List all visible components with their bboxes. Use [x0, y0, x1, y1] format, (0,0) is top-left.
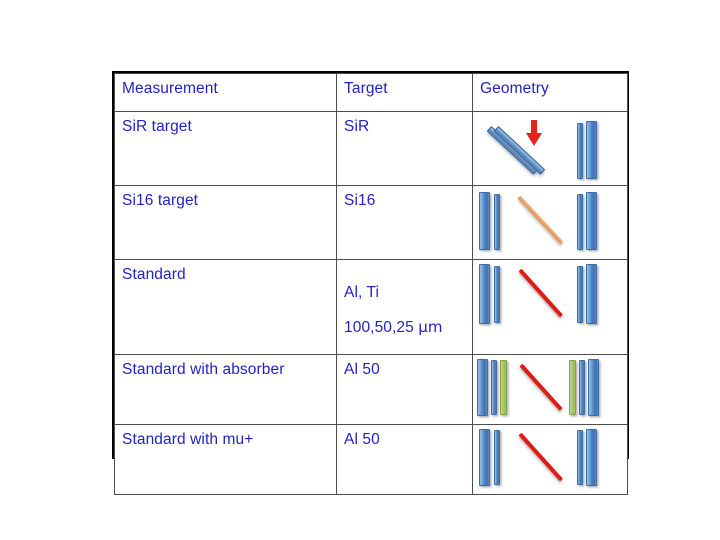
cell-geometry-sir: [472, 111, 628, 186]
cell-target-standard: Al, Ti 100,50,25 μm: [336, 259, 473, 355]
cell-target-si16: Si16: [336, 185, 473, 260]
table-row: Standard with absorber Al 50: [114, 353, 628, 425]
cell-target-muplus: Al 50: [336, 423, 473, 495]
spec-table: Measurement Target Geometry SiR target: [114, 73, 628, 495]
red-diagonal-beam: [519, 363, 563, 411]
header-cell-target: Target: [336, 73, 473, 112]
cell-measurement-absorber: Standard with absorber: [114, 353, 337, 425]
cell-measurement-sir: SiR target: [114, 111, 337, 186]
cell-measurement-si16: Si16 target: [114, 185, 337, 260]
detector-bar-thin-left: [494, 194, 500, 250]
target-label: Al 50: [344, 430, 380, 448]
detector-bar-thin-right: [577, 429, 583, 485]
target-label: Si16: [344, 192, 376, 209]
detector-bar-thick-left: [479, 192, 490, 250]
detector-bar-thick-right: [586, 192, 597, 250]
cell-measurement-standard: Standard: [114, 259, 337, 355]
target-label: SiR: [344, 118, 370, 135]
detector-bar-thick-right: [586, 428, 597, 486]
detector-bar-thin-right: [577, 266, 583, 323]
standard-geometry: [473, 260, 627, 354]
sir-target-geometry: [473, 112, 627, 185]
detector-bar-thin-right: [577, 194, 583, 250]
measurement-label: Standard with mu+: [122, 430, 254, 448]
header-cell-measurement: Measurement: [114, 73, 337, 112]
cell-geometry-si16: [472, 185, 628, 260]
target-label: Al 50: [344, 360, 380, 378]
detector-bar-thick-left: [479, 428, 490, 486]
cell-geometry-standard: [472, 259, 628, 355]
target-label-block: Al, Ti 100,50,25 μm: [337, 260, 472, 354]
measurement-label: Si16 target: [122, 192, 199, 209]
green-absorber-bar-right: [569, 359, 576, 415]
detector-bar-thick-left: [477, 358, 488, 416]
detector-bar-thick-right: [586, 264, 597, 324]
target-thickness-unit: μm: [418, 317, 443, 336]
cell-target-sir: SiR: [336, 111, 473, 186]
measurement-label: Standard with absorber: [122, 360, 285, 378]
detector-bar-thick-right: [588, 358, 599, 416]
detector-bar-thick-right: [586, 121, 597, 179]
measurement-label: SiR target: [122, 118, 192, 135]
cell-measurement-muplus: Standard with mu+: [114, 423, 337, 495]
orange-diagonal-beam: [517, 195, 564, 245]
measurement-label: Standard: [122, 266, 186, 283]
detector-bar-thin-left: [494, 266, 500, 323]
red-diagonal-beam: [518, 268, 563, 318]
cell-geometry-muplus: [472, 423, 628, 495]
measurement-geometry-table: Measurement Target Geometry SiR target: [112, 71, 629, 495]
standard-with-mu-plus-geometry: [473, 425, 627, 494]
header-label-target: Target: [344, 80, 388, 97]
target-thickness-value: 100,50,25: [344, 318, 419, 336]
table-row: Standard with mu+ Al 50: [114, 423, 628, 495]
detector-bar-thin-left: [491, 359, 497, 415]
red-diagonal-beam: [518, 432, 563, 481]
table-header-row: Measurement Target Geometry: [114, 73, 628, 112]
target-label-line2: 100,50,25 μm: [344, 317, 472, 337]
detector-bar-thin-right: [579, 359, 585, 415]
cell-target-absorber: Al 50: [336, 353, 473, 425]
table-row: SiR target SiR: [114, 111, 628, 186]
green-absorber-bar-left: [500, 359, 507, 415]
table-row: Si16 target Si16: [114, 185, 628, 260]
red-down-arrow-icon: [526, 120, 542, 146]
detector-bar-thin-left: [494, 429, 500, 485]
detector-bar-thin-right: [577, 123, 583, 179]
header-label-geometry: Geometry: [480, 80, 549, 97]
si16-target-geometry: [473, 186, 627, 259]
standard-with-absorber-geometry: [473, 355, 627, 424]
table-row: Standard Al, Ti 100,50,25 μm: [114, 259, 628, 355]
target-label-line1: Al, Ti: [344, 283, 380, 301]
header-cell-geometry: Geometry: [472, 73, 628, 112]
header-label-measurement: Measurement: [122, 80, 218, 97]
detector-bar-thick-left: [479, 264, 490, 324]
cell-geometry-absorber: [472, 353, 628, 425]
